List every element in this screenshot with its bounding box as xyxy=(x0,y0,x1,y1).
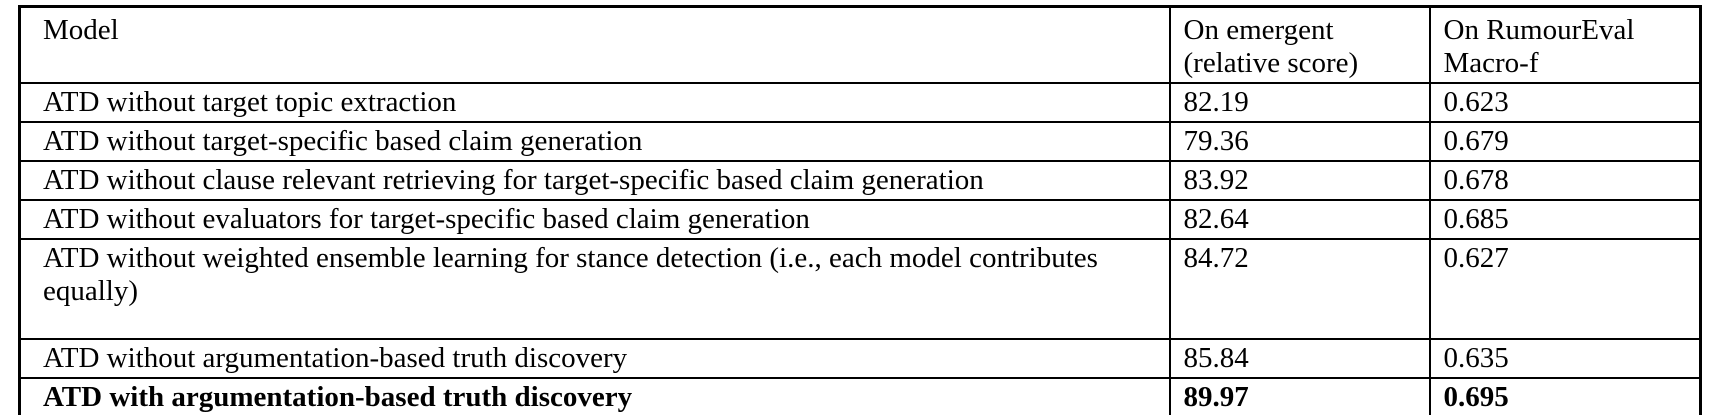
cell-rumoureval-macro-f: 0.685 xyxy=(1428,199,1702,240)
table-row: ATD without clause relevant retrieving f… xyxy=(18,160,1702,201)
cell-emergent-score: 79.36 xyxy=(1168,121,1431,162)
cell-model: ATD without target-specific based claim … xyxy=(18,121,1171,162)
cell-rumoureval-macro-f: 0.635 xyxy=(1428,338,1702,379)
ablation-results-table: Model On emergent (relative score) On Ru… xyxy=(18,5,1702,415)
cell-emergent-score: 85.84 xyxy=(1168,338,1431,379)
cell-emergent-score: 83.92 xyxy=(1168,160,1431,201)
table-row: ATD without evaluators for target-specif… xyxy=(18,199,1702,240)
cell-rumoureval-macro-f: 0.627 xyxy=(1428,238,1702,340)
table-row: ATD without target topic extraction 82.1… xyxy=(18,82,1702,123)
cell-emergent-score: 82.19 xyxy=(1168,82,1431,123)
header-cell-rumoureval-macro-f: On RumourEval Macro-f xyxy=(1428,5,1702,84)
table-row: ATD without target-specific based claim … xyxy=(18,121,1702,162)
cell-model: ATD without evaluators for target-specif… xyxy=(18,199,1171,240)
cell-model: ATD with argumentation-based truth disco… xyxy=(18,377,1171,415)
header-cell-emergent-score: On emergent (relative score) xyxy=(1168,5,1431,84)
cell-rumoureval-macro-f: 0.678 xyxy=(1428,160,1702,201)
cell-emergent-score: 89.97 xyxy=(1168,377,1431,415)
table-row: ATD without argumentation-based truth di… xyxy=(18,338,1702,379)
cell-rumoureval-macro-f: 0.679 xyxy=(1428,121,1702,162)
cell-emergent-score: 82.64 xyxy=(1168,199,1431,240)
table-row: ATD without weighted ensemble learning f… xyxy=(18,238,1702,340)
cell-model: ATD without weighted ensemble learning f… xyxy=(18,238,1171,340)
cell-model: ATD without argumentation-based truth di… xyxy=(18,338,1171,379)
table-header-row: Model On emergent (relative score) On Ru… xyxy=(18,5,1702,84)
cell-rumoureval-macro-f: 0.695 xyxy=(1428,377,1702,415)
table-row-best-result: ATD with argumentation-based truth disco… xyxy=(18,377,1702,415)
header-cell-model: Model xyxy=(18,5,1171,84)
cell-model: ATD without clause relevant retrieving f… xyxy=(18,160,1171,201)
cell-rumoureval-macro-f: 0.623 xyxy=(1428,82,1702,123)
cell-emergent-score: 84.72 xyxy=(1168,238,1431,340)
cell-model: ATD without target topic extraction xyxy=(18,82,1171,123)
